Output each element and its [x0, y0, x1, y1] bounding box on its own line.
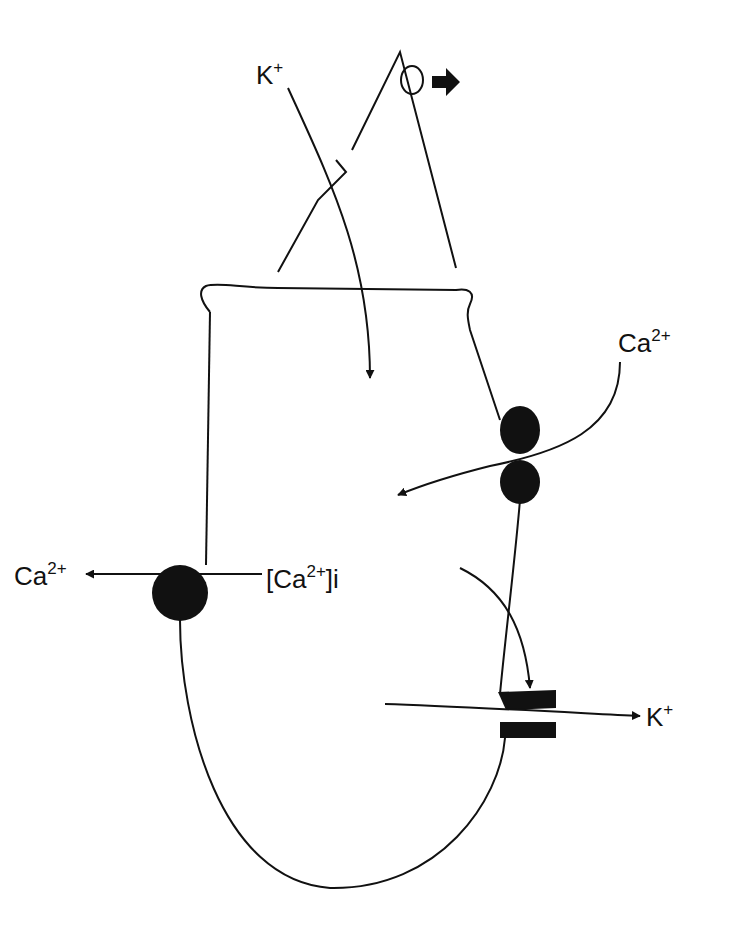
cell-apex: [201, 285, 500, 420]
ion-label: Ca2+: [618, 330, 671, 356]
potassium-channel: [498, 690, 556, 710]
potassium-channel: [500, 722, 556, 738]
stereocilium: [278, 160, 346, 272]
potassium-efflux-arrow: [385, 704, 640, 716]
calcium-efflux-arrow: [86, 573, 262, 575]
deflection-arrow: [432, 68, 460, 96]
concentration-label: [Ca2+]i: [266, 566, 339, 592]
tip-link: [401, 66, 423, 94]
calcium-channel: [500, 406, 540, 454]
cell-membrane: [180, 620, 505, 888]
potassium-influx-arrow: [288, 88, 370, 378]
cell-membrane: [500, 500, 520, 694]
activation-arrow: [460, 568, 530, 688]
cell-membrane: [206, 312, 210, 565]
ion-label: Ca2+: [14, 563, 67, 589]
ion-label: K+: [256, 62, 283, 88]
calcium-influx-arrow: [398, 362, 620, 495]
calcium-channel: [500, 460, 540, 504]
ion-label: K+: [646, 704, 673, 730]
